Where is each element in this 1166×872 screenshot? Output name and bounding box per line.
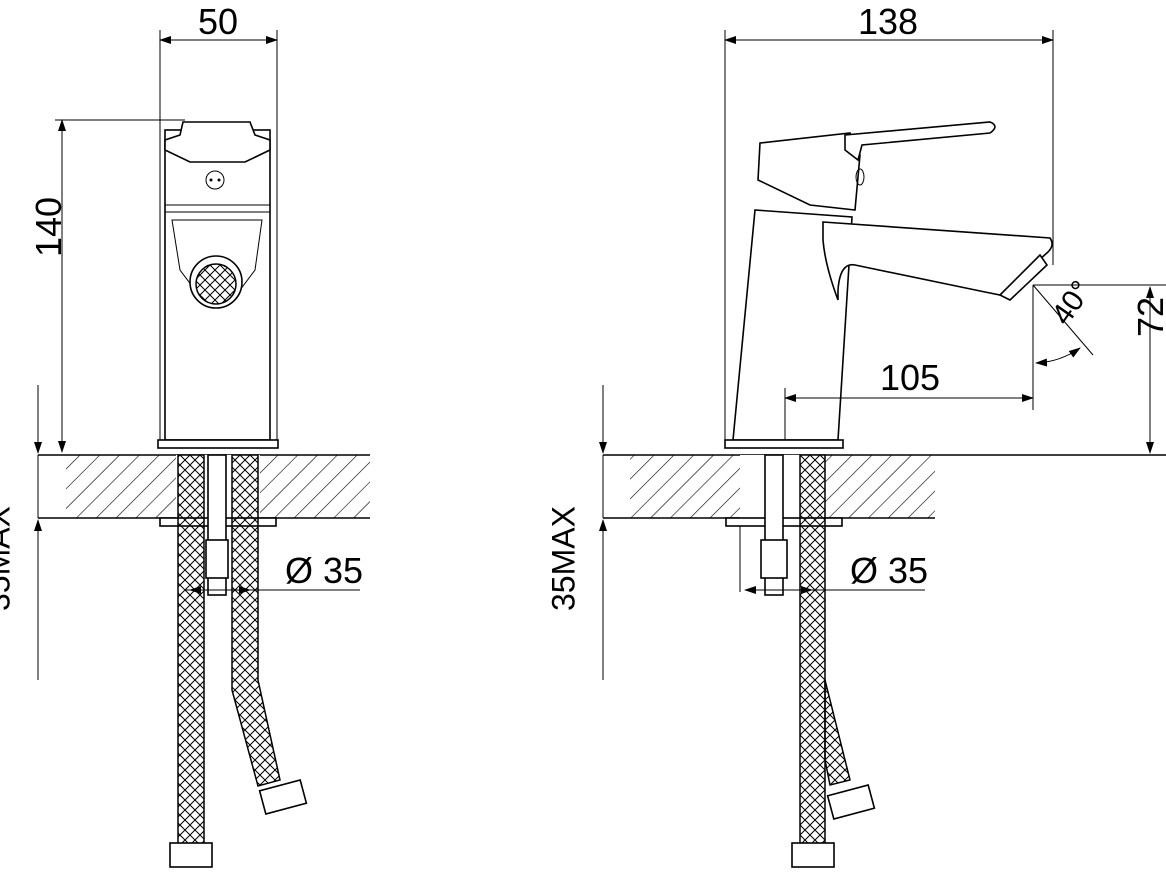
hole-diameter-label: Ø 35: [285, 550, 363, 591]
spout-reach-label: 105: [880, 357, 940, 398]
width-dimension-label: 50: [198, 1, 238, 42]
depth-dimension-label: 138: [858, 1, 918, 42]
faucet-side-body: [724, 121, 1053, 527]
hole-diameter-label: Ø 35: [850, 550, 928, 591]
supply-hoses: [169, 454, 308, 868]
counter-thickness-label: 35MAX: [546, 506, 582, 611]
front-view: 50 140 35MAX Ø 35: [0, 1, 370, 868]
counter-thickness-label: 35MAX: [0, 506, 17, 611]
height-dimension-label: 140: [28, 197, 69, 257]
spout-angle-label: 40°: [1045, 275, 1098, 331]
spout-height-label: 72: [1130, 297, 1166, 337]
side-view: 138 105 72 40° 35MAX Ø 35: [546, 1, 1166, 868]
supply-hoses: [760, 454, 876, 868]
countertop-section: [603, 454, 1166, 519]
